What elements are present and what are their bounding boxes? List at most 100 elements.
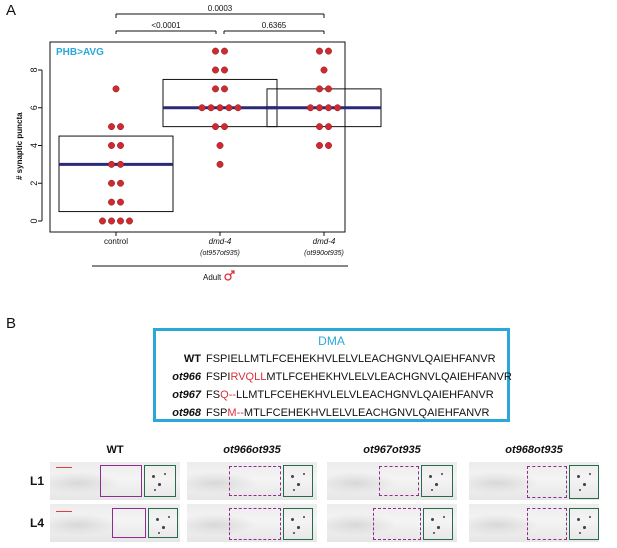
image-column-title: ot968ot935 bbox=[505, 444, 563, 456]
data-point bbox=[221, 47, 228, 55]
y-tick-label: 4 bbox=[29, 143, 39, 148]
synapse-region-box bbox=[283, 508, 313, 540]
p-value-label: <0.0001 bbox=[151, 21, 181, 30]
x-tick-sublabel: (ot957ot935) bbox=[200, 250, 240, 257]
synapse-region-box bbox=[283, 465, 313, 497]
punctum bbox=[291, 475, 294, 478]
y-tick-label: 6 bbox=[29, 105, 39, 110]
data-point bbox=[117, 179, 124, 187]
sequence-prefix: FSPI bbox=[206, 353, 231, 365]
punctum bbox=[589, 516, 591, 518]
data-point bbox=[212, 85, 219, 93]
data-point bbox=[212, 47, 219, 55]
y-tick-label: 2 bbox=[29, 181, 39, 186]
male-symbol-icon bbox=[224, 270, 235, 281]
micrograph-image bbox=[187, 462, 317, 500]
punctum bbox=[579, 532, 581, 534]
panel-a-letter: A bbox=[6, 2, 17, 19]
image-column-title: ot966ot935 bbox=[223, 444, 281, 456]
sequence-rest: MTLFCEHEKHVLELVLEACHGNVLQAIEHFANVR bbox=[266, 371, 512, 383]
data-point bbox=[117, 217, 124, 225]
dendrite-region-box bbox=[229, 466, 281, 496]
data-point bbox=[216, 160, 224, 168]
punctum bbox=[293, 532, 295, 534]
data-point bbox=[108, 217, 115, 225]
punctum bbox=[291, 518, 294, 521]
punctum bbox=[579, 489, 581, 491]
micrograph-image bbox=[187, 504, 317, 542]
x-tick-label: dmd-4 bbox=[313, 237, 336, 246]
punctum bbox=[154, 489, 156, 491]
punctum bbox=[589, 473, 591, 475]
data-point bbox=[212, 66, 219, 74]
dendrite-region-box bbox=[229, 508, 281, 540]
data-point bbox=[320, 66, 328, 74]
sequence-mutation: Q-- bbox=[220, 389, 236, 401]
punctum bbox=[431, 518, 434, 521]
data-point bbox=[316, 123, 323, 131]
punctum bbox=[441, 473, 443, 475]
punctum bbox=[158, 483, 161, 486]
data-point bbox=[325, 85, 332, 93]
punctum bbox=[162, 526, 165, 529]
scale-bar bbox=[56, 467, 72, 468]
data-point bbox=[334, 104, 341, 112]
data-point bbox=[117, 160, 124, 168]
tissue-shading bbox=[327, 514, 397, 536]
sequence-mutation: RVQLL bbox=[230, 371, 267, 383]
data-point bbox=[316, 104, 323, 112]
box-plots bbox=[58, 78, 382, 213]
data-point bbox=[207, 104, 215, 112]
tissue-shading bbox=[187, 514, 257, 536]
box-1 bbox=[162, 78, 278, 128]
data-point bbox=[221, 66, 228, 74]
plot-frame bbox=[49, 41, 346, 233]
micrograph-image bbox=[50, 462, 180, 500]
adult-label: Adult bbox=[203, 273, 222, 282]
data-point bbox=[221, 123, 228, 131]
sequence-title: DMA bbox=[318, 334, 345, 348]
panel-b-letter: B bbox=[6, 315, 17, 332]
p-value-label: 0.6365 bbox=[262, 21, 287, 30]
x-tick-label: control bbox=[104, 237, 128, 246]
x-tick-label: dmd-4 bbox=[209, 237, 232, 246]
sequence-prefix: FSP bbox=[206, 407, 228, 419]
micrograph-image bbox=[327, 504, 457, 542]
punctum bbox=[297, 526, 300, 529]
data-point bbox=[316, 47, 323, 55]
image-row-label: L4 bbox=[30, 516, 45, 530]
data-point bbox=[325, 123, 332, 131]
micrograph-image bbox=[469, 462, 599, 500]
data-point bbox=[108, 123, 115, 131]
image-row-label: L1 bbox=[30, 474, 45, 488]
data-point bbox=[325, 47, 332, 55]
punctum bbox=[583, 483, 586, 486]
tissue-shading bbox=[469, 514, 539, 536]
dendrite-region-box bbox=[373, 508, 421, 540]
data-point bbox=[108, 198, 115, 206]
sequence-rest: ELLMTLFCEHEKHVLELVLEACHGNVLQAIEHFANVR bbox=[230, 353, 496, 365]
punctum bbox=[577, 518, 580, 521]
micrograph-image bbox=[327, 462, 457, 500]
data-point bbox=[108, 179, 115, 187]
synapse-region-box bbox=[421, 465, 453, 497]
data-point bbox=[108, 142, 115, 149]
sequence-prefix: FS bbox=[206, 389, 221, 401]
data-point bbox=[325, 104, 332, 112]
sequence-label: ot968 bbox=[172, 407, 201, 419]
punctum bbox=[583, 526, 586, 529]
y-tick-label: 8 bbox=[29, 67, 39, 72]
data-point bbox=[117, 198, 124, 206]
data-point bbox=[117, 142, 124, 149]
data-point bbox=[307, 104, 314, 112]
inset-label: PHB>AVG bbox=[56, 47, 104, 58]
box-0 bbox=[58, 135, 174, 213]
image-column-title: ot967ot935 bbox=[363, 444, 421, 456]
data-point bbox=[221, 85, 228, 93]
micrograph-image bbox=[50, 504, 180, 542]
